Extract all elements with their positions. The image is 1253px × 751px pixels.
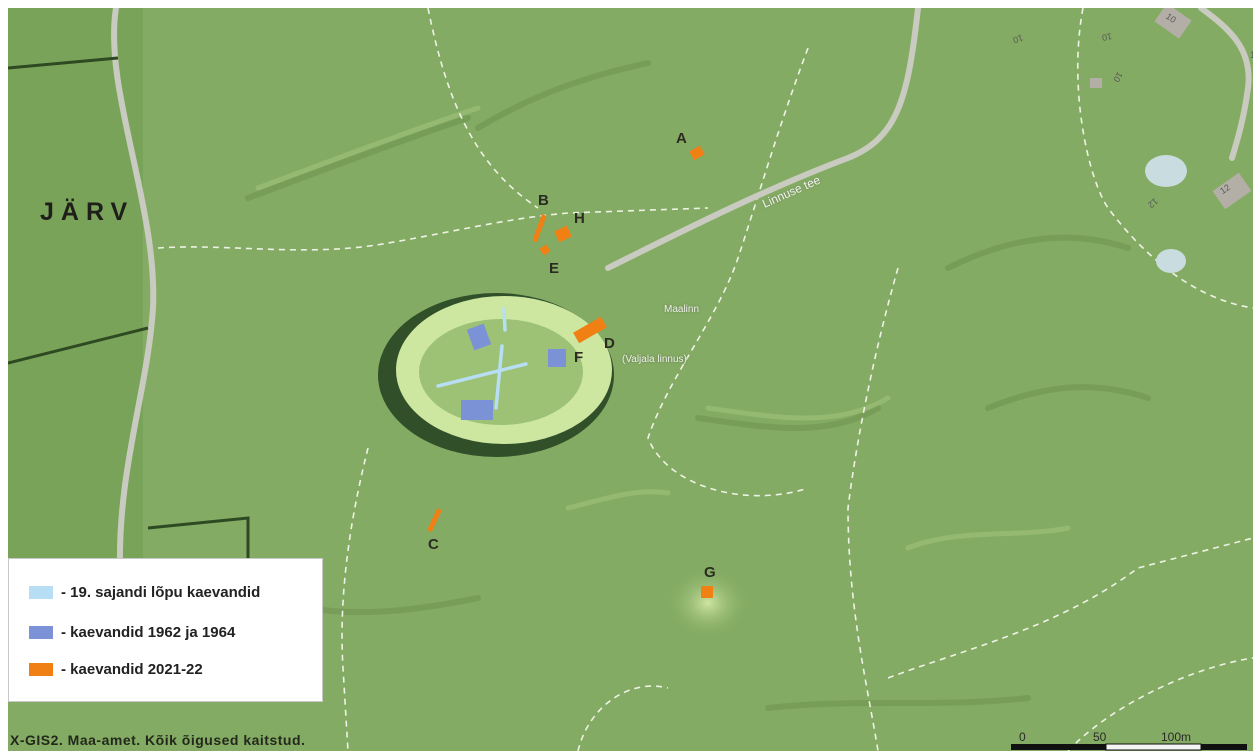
excavation-1960s (461, 323, 566, 420)
legend-swatch (29, 625, 53, 639)
site-label-g[interactable]: G (704, 564, 716, 581)
site-label-h[interactable]: H (574, 210, 585, 227)
excavation-2021-22 (427, 145, 713, 598)
site-label-c[interactable]: C (428, 536, 439, 553)
copyright-credit: X-GIS2. Maa-amet. Kõik õigused kaitstud. (10, 732, 306, 748)
scale-tick-label: 50 (1093, 730, 1107, 744)
legend-item-2021-22: - kaevandid 2021-22 (29, 660, 203, 678)
legend-swatch (29, 585, 53, 599)
site-label-f[interactable]: F (574, 349, 584, 366)
roads (111, 8, 1252, 571)
legend-item-19th-century: - 19. sajandi lõpu kaevandid (29, 583, 260, 601)
hill-g (666, 567, 750, 639)
scale-tick-label: 100m (1161, 730, 1192, 744)
scale-tick-label: 0 (1019, 730, 1026, 744)
excavation-19th-century (436, 307, 528, 410)
site-label-d[interactable]: D (604, 335, 615, 352)
house-number: 10 (1250, 50, 1253, 60)
legend-label: - kaevandid 2021-22 (61, 660, 203, 678)
legend-swatch (29, 662, 53, 676)
scale-bar-graphic (1011, 743, 1247, 751)
site-label-a[interactable]: A (676, 130, 687, 147)
legend-label: - 19. sajandi lõpu kaevandid (61, 583, 261, 601)
lake-label: JÄRV (40, 198, 135, 226)
lidar-map[interactable]: JÄRV Linnuse tee Maalinn (Valjala linnus… (8, 8, 1253, 751)
legend-label: - kaevandid 1962 ja 1964 (61, 623, 236, 641)
map-legend: - 19. sajandi lõpu kaevandid - kaevandid… (8, 558, 323, 702)
house-number: 10 (1101, 31, 1113, 43)
site-label-e[interactable]: E (549, 260, 560, 277)
place-subname: (Valjala linnus) (622, 354, 687, 365)
site-label-b[interactable]: B (538, 192, 549, 209)
legend-item-1960s: - kaevandid 1962 ja 1964 (29, 623, 235, 641)
place-name: Maalinn (664, 304, 700, 315)
scale-bar: 0 50 100m (1011, 730, 1247, 751)
